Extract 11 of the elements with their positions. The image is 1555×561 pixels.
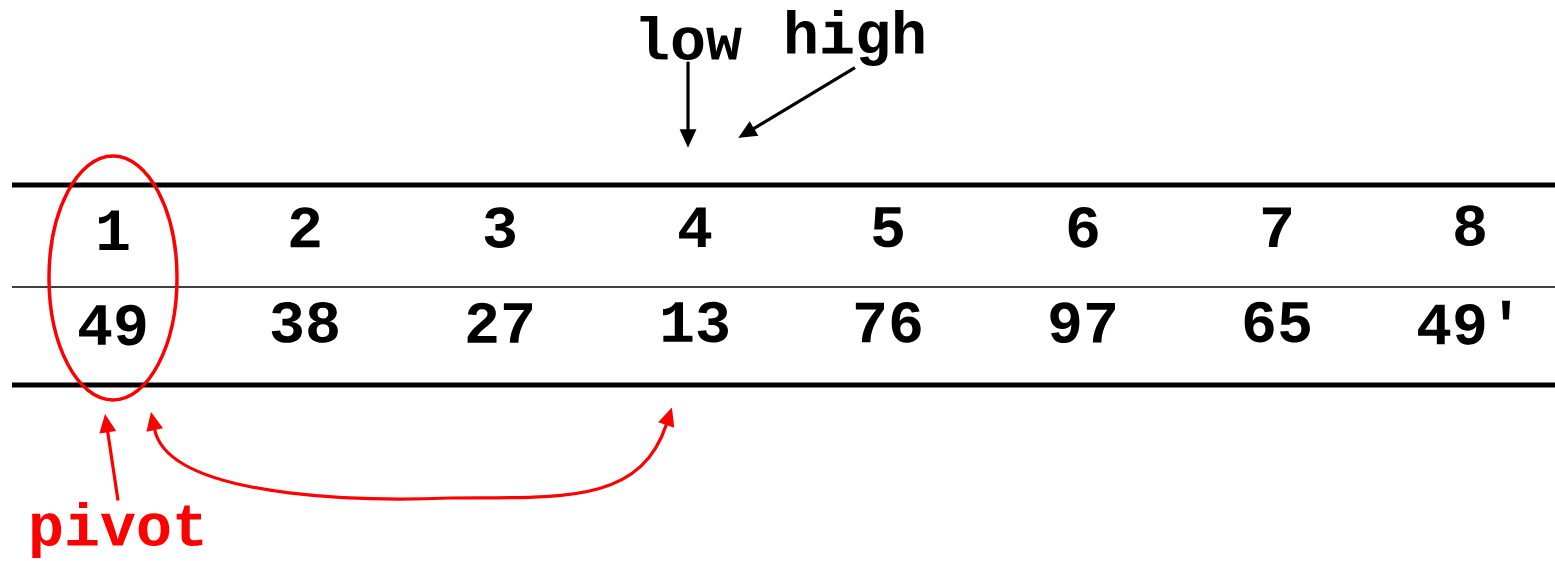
circled-column: 1 49 <box>47 154 179 402</box>
array-column: 7 65 <box>1244 207 1310 343</box>
array-column: 5 76 <box>855 207 921 343</box>
array-column: 6 97 <box>1050 206 1115 344</box>
array-column: 2 38 <box>271 207 338 343</box>
pointer-label: pivot <box>32 502 203 558</box>
array-column: 3 27 <box>467 207 532 343</box>
array-column: 4 13 <box>663 207 728 343</box>
pointer-label: high <box>787 9 924 67</box>
array-column: 8 49′ <box>1418 205 1510 345</box>
pointer-label: low <box>640 15 742 61</box>
